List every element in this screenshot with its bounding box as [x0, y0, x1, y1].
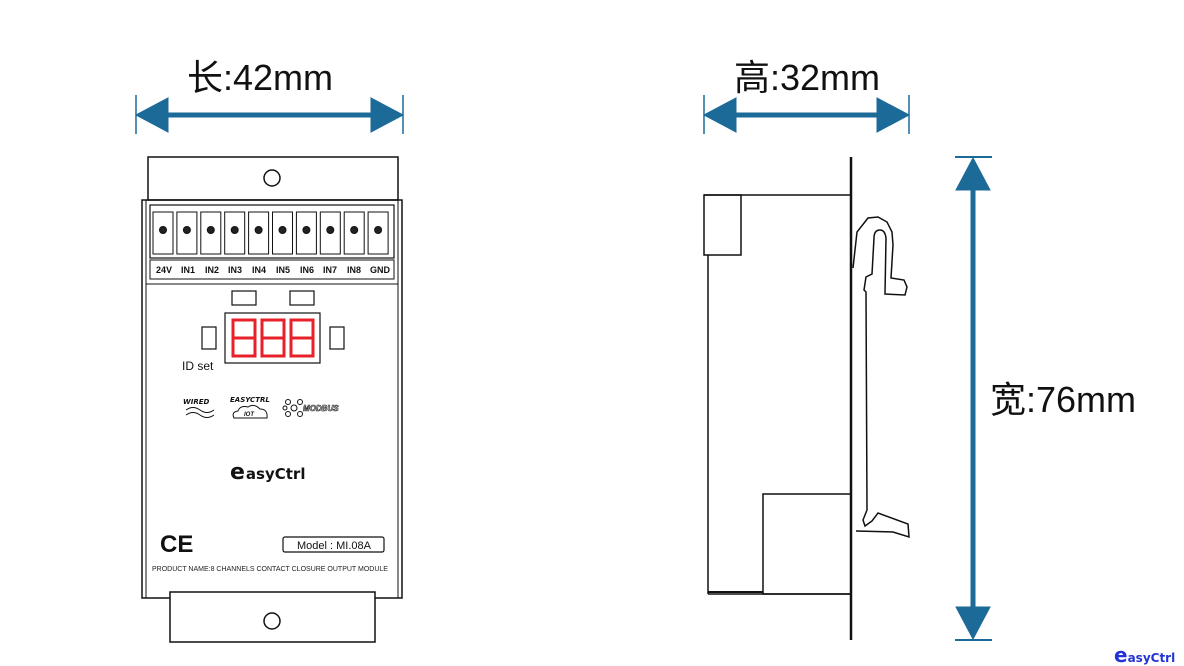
- terminal-screws: [152, 211, 389, 255]
- seven-segment-digits: [231, 318, 315, 358]
- svg-text:easyCtrl: easyCtrl: [1114, 643, 1175, 666]
- front-view: [141, 156, 403, 643]
- terminal-label: IN7: [323, 265, 337, 275]
- length-label: 长:42mm: [187, 57, 333, 98]
- corner-brand-logo: easyCtrl: [1114, 643, 1175, 666]
- modbus-network-icon: [282, 399, 303, 417]
- height-dimension: [702, 95, 911, 134]
- terminal-label: IN8: [347, 265, 361, 275]
- height-label: 高:32mm: [734, 57, 880, 98]
- digit-8: [289, 318, 315, 358]
- screw-icon: [326, 226, 335, 234]
- screw-icon: [230, 226, 239, 234]
- arrow-right-icon: [370, 97, 405, 133]
- screw-icon: [182, 226, 191, 234]
- model-label: Model : MI.08A: [297, 540, 372, 552]
- terminal-label: GND: [370, 265, 391, 275]
- id-set-label: ID set: [182, 359, 214, 373]
- screw-icon: [350, 226, 359, 234]
- terminal-label: 24V: [156, 265, 172, 275]
- modbus-logo: MODBUS: [303, 404, 339, 413]
- length-dimension: [134, 95, 405, 134]
- screw-icon: [374, 226, 383, 234]
- terminal-label: IN2: [205, 265, 219, 275]
- terminal-label: IN6: [300, 265, 314, 275]
- terminal-label: IN4: [252, 265, 266, 275]
- terminal-label: IN1: [181, 265, 195, 275]
- digit-8: [231, 318, 257, 358]
- arrow-left-icon: [134, 97, 169, 133]
- wired-logo: WIRED: [183, 398, 209, 406]
- screw-icon: [278, 226, 287, 234]
- digit-8: [260, 318, 286, 358]
- protocol-logos: WIRED EASYCTRL IOT MODBUS: [183, 396, 340, 419]
- button-left: [201, 326, 217, 350]
- easyctrl-iot-logo: EASYCTRL: [230, 396, 270, 404]
- brand-logo: easyCtrl: [230, 460, 305, 485]
- screw-icon: [302, 226, 311, 234]
- mount-hole-top: [263, 169, 281, 187]
- terminal-label: IN5: [276, 265, 290, 275]
- terminal-labels: 24V IN1 IN2 IN3 IN4 IN5 IN6 IN7 IN8 GND: [156, 265, 391, 275]
- terminal-block: [149, 204, 395, 259]
- terminal-labels-strip: [149, 259, 395, 280]
- screw-icon: [254, 226, 263, 234]
- wave-icon: [185, 407, 215, 418]
- side-view: [703, 157, 910, 640]
- width-label: 宽:76mm: [990, 379, 1136, 420]
- product-name: PRODUCT NAME:8 CHANNELS CONTACT CLOSURE …: [152, 566, 388, 573]
- mount-hole-bottom: [263, 612, 281, 630]
- screw-icon: [206, 226, 215, 234]
- cloud-icon: [232, 404, 268, 419]
- iot-text: IOT: [244, 412, 255, 418]
- width-dimension: [955, 156, 992, 641]
- brand-logo-text: easyCtrl: [230, 460, 305, 485]
- terminal-label: IN3: [228, 265, 242, 275]
- button-right: [329, 326, 345, 350]
- led-display: [201, 290, 345, 364]
- ce-mark: CE: [160, 531, 193, 558]
- screw-icon: [159, 226, 167, 234]
